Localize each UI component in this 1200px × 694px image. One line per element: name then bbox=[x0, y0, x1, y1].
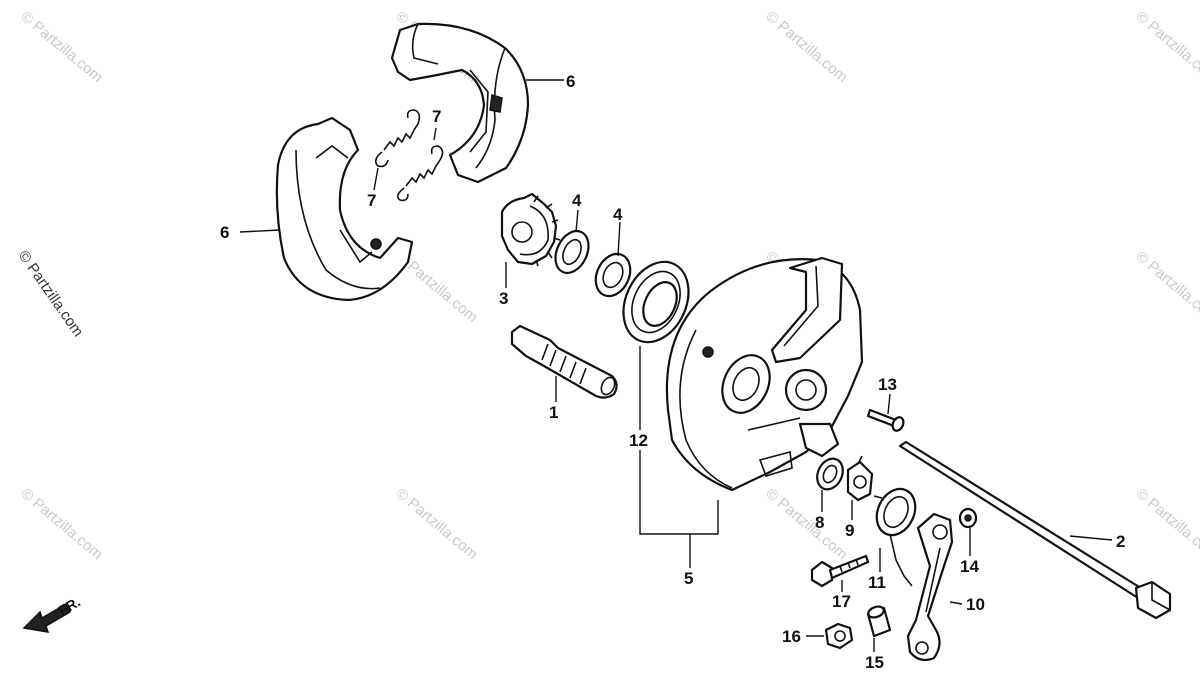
callout-3: 3 bbox=[499, 289, 508, 308]
callout-10: 10 bbox=[966, 595, 985, 614]
shoe-spring-2 bbox=[396, 145, 444, 202]
callout-16: 16 bbox=[782, 627, 801, 646]
callout-13: 13 bbox=[878, 375, 897, 394]
brake-arm bbox=[906, 512, 954, 662]
nut-16 bbox=[824, 622, 854, 650]
callout-1: 1 bbox=[549, 403, 558, 422]
brake-shoe-upper bbox=[390, 22, 530, 184]
watermark-text: © Partzilla.com bbox=[17, 8, 105, 86]
felt-seal bbox=[816, 457, 844, 491]
watermark-text: © Partzilla.com bbox=[1132, 248, 1200, 326]
watermark-text: © Partzilla.com bbox=[762, 485, 850, 563]
watermark-text: © Partzilla.com bbox=[762, 8, 850, 86]
callout-14: 14 bbox=[960, 557, 979, 576]
dust-seal bbox=[622, 260, 690, 344]
callout-6-lower: 6 bbox=[220, 223, 229, 242]
nut-14 bbox=[958, 507, 978, 529]
bolt-13 bbox=[866, 408, 905, 432]
brake-cam-shaft bbox=[510, 324, 618, 399]
callout-17: 17 bbox=[832, 592, 851, 611]
front-arrow-icon bbox=[22, 602, 71, 633]
callout-15: 15 bbox=[865, 653, 884, 672]
shoe-spring-1 bbox=[374, 109, 421, 168]
callout-5: 5 bbox=[684, 569, 693, 588]
callout-6-upper: 6 bbox=[566, 72, 575, 91]
washer-a bbox=[554, 229, 590, 275]
wear-indicator-plate bbox=[846, 455, 874, 502]
bolt-17 bbox=[810, 554, 870, 588]
leader-lines bbox=[239, 79, 1113, 652]
callout-7-lower: 7 bbox=[367, 191, 376, 210]
watermark-text: © Partzilla.com bbox=[1132, 8, 1200, 86]
brake-cam bbox=[500, 192, 561, 267]
callout-8: 8 bbox=[815, 513, 824, 532]
callout-12: 12 bbox=[629, 431, 648, 450]
watermark-text-side: © Partzilla.com bbox=[15, 248, 87, 341]
watermark-text: © Partzilla.com bbox=[1132, 485, 1200, 563]
watermark-text: © Partzilla.com bbox=[17, 485, 105, 563]
watermark-text: © Partzilla.com bbox=[392, 485, 480, 563]
front-direction-marker: FR. bbox=[22, 593, 83, 633]
brake-panel bbox=[665, 256, 864, 492]
return-spring bbox=[873, 487, 917, 587]
axle bbox=[898, 440, 1172, 620]
callout-11: 11 bbox=[868, 573, 886, 592]
collar-15 bbox=[866, 605, 892, 638]
callout-labels: 6 6 7 7 3 4 4 1 12 5 8 9 11 13 2 14 10 1… bbox=[220, 72, 1125, 672]
callout-4-b: 4 bbox=[613, 205, 623, 224]
callout-2: 2 bbox=[1116, 532, 1125, 551]
callout-7-upper: 7 bbox=[432, 107, 441, 126]
brake-shoe-lower bbox=[275, 116, 414, 302]
washer-b bbox=[594, 252, 632, 298]
callout-9: 9 bbox=[845, 521, 854, 540]
callout-4-a: 4 bbox=[572, 191, 582, 210]
